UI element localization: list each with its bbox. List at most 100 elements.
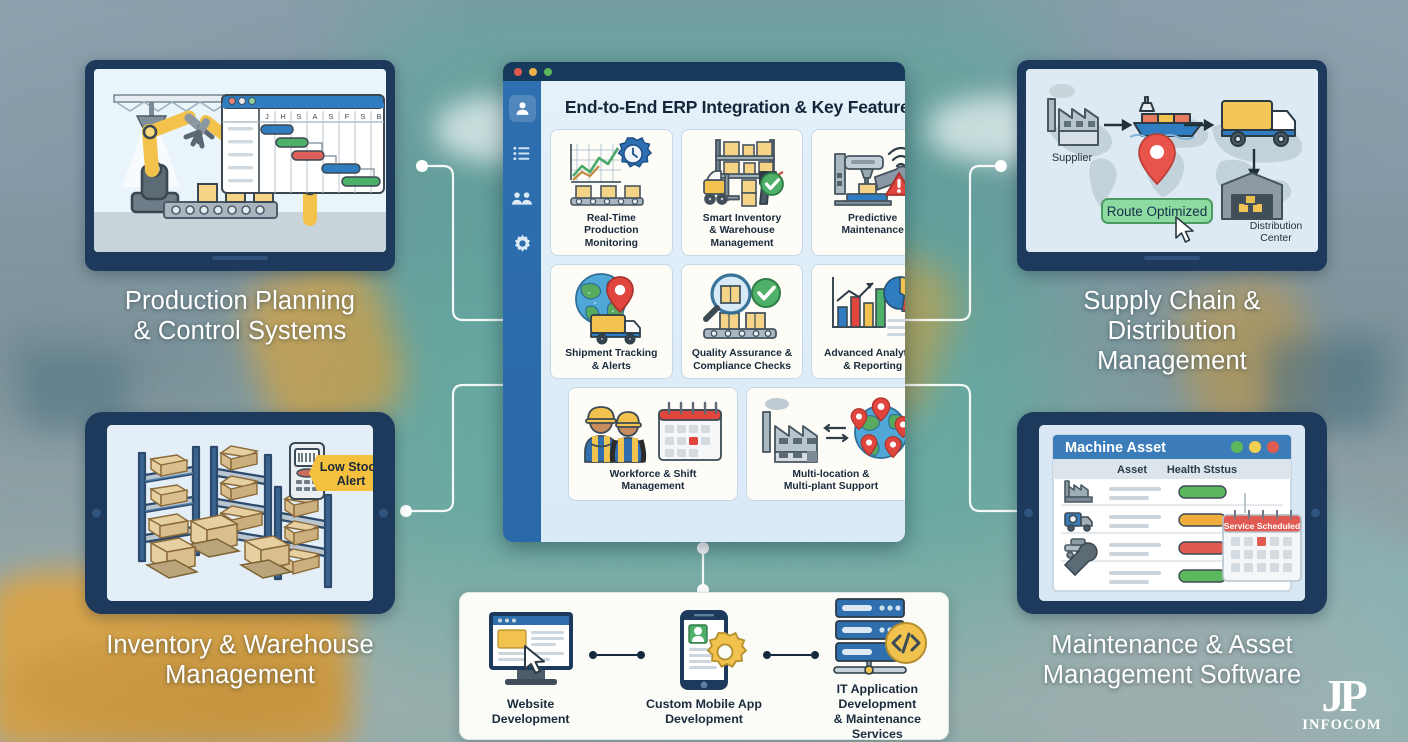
- supply-chain-illustration: Supplier: [1026, 69, 1318, 252]
- laptop-supply-chain: Supplier: [1017, 60, 1327, 271]
- quadrant-inventory-warehouse: Low Stock Alert Inventory & Warehouse Ma…: [85, 412, 395, 689]
- caption-line-1: Maintenance & Asset: [1051, 631, 1293, 659]
- feature-card-quality-assurance-compliance[interactable]: Quality Assurance & Compliance Checks: [680, 264, 804, 380]
- feature-card-label: Quality Assurance & Compliance Checks: [691, 348, 793, 372]
- window-titlebar: [503, 62, 905, 81]
- calendar-label: Service Scheduled: [1224, 521, 1300, 531]
- svg-text:S: S: [361, 112, 366, 121]
- svg-text:A: A: [313, 112, 318, 121]
- svg-text:F: F: [345, 112, 350, 121]
- caption-inventory-warehouse: Inventory & Warehouse Management: [85, 630, 395, 690]
- traffic-light-close[interactable]: [514, 67, 522, 76]
- feature-card-row-2: Shipment Tracking & Alerts: [550, 264, 905, 380]
- traffic-light-maximize[interactable]: [544, 67, 552, 76]
- page-title: End-to-End ERP Integration & Key Feature…: [564, 97, 905, 117]
- feature-card-shipment-tracking-alerts[interactable]: Shipment Tracking & Alerts: [550, 264, 673, 380]
- feature-card-row-1: Real-Time Production Monitoring: [550, 129, 905, 257]
- alert-line-1: Low Stock: [320, 460, 373, 474]
- row-icon-wrench: [1063, 542, 1098, 577]
- caption-line-2: Management: [165, 661, 315, 689]
- service-connector-2: [762, 651, 819, 659]
- route-optimized-label: Route Optimized: [1107, 204, 1208, 219]
- server-code-icon: [822, 593, 932, 677]
- label-supplier: Supplier: [1052, 152, 1093, 164]
- workers-calendar-icon: [573, 394, 733, 466]
- barcode-scanner-icon: [289, 442, 325, 500]
- magnifier-check-conveyor-icon: [686, 271, 799, 345]
- sidebar-item-user[interactable]: [508, 95, 536, 122]
- label-distribution: Distribution: [1250, 220, 1303, 232]
- status-pill-2: [1178, 513, 1227, 527]
- sidebar-item-settings[interactable]: [509, 230, 536, 257]
- smartphone-gear-icon: [654, 608, 754, 692]
- caption-line-1: Inventory & Warehouse: [106, 631, 374, 659]
- service-label: Custom Mobile App Development: [646, 696, 762, 726]
- caption-production-planning: Production Planning & Control Systems: [85, 286, 395, 346]
- traffic-light-minimize[interactable]: [529, 67, 537, 76]
- cnc-wrench-alert-icon: [816, 136, 905, 210]
- feature-card-label: Workforce & Shift Management: [609, 469, 697, 493]
- feature-card-label: Advanced Analytics & Reporting: [823, 348, 905, 372]
- caption-supply-chain: Supply Chain & Distribution Management: [1017, 286, 1327, 376]
- caption-line-1: Production Planning: [124, 287, 356, 315]
- services-panel: Website Development: [459, 592, 949, 742]
- feature-card-label: Smart Inventory & Warehouse Management: [702, 213, 782, 249]
- feature-card-predictive-maintenance[interactable]: Predictive Maintenance: [811, 129, 905, 257]
- app-main-content: End-to-End ERP Integration & Key Feature…: [541, 81, 905, 542]
- feature-card-row-3: Workforce & Shift Management: [550, 387, 905, 501]
- status-pill-4: [1178, 569, 1227, 583]
- svg-text:J: J: [265, 112, 269, 121]
- caption-line-1: Supply Chain & Distribution: [1083, 287, 1261, 345]
- warehouse-illustration: Low Stock Alert: [107, 425, 373, 601]
- service-label: Website Development: [491, 696, 570, 726]
- caption-line-2: Management Software: [1042, 661, 1302, 689]
- sidebar-item-list[interactable]: [509, 140, 536, 167]
- feature-card-advanced-analytics-reporting[interactable]: Advanced Analytics & Reporting: [811, 264, 905, 380]
- tablet-maintenance: Machine Asset Asset Health Ststus: [1017, 412, 1327, 614]
- quadrant-maintenance-asset: Machine Asset Asset Health Ststus: [1017, 412, 1327, 689]
- feature-card-label: Real-Time Production Monitoring: [584, 213, 639, 249]
- route-optimized-badge: Route Optimized: [1101, 198, 1213, 224]
- erp-app-window: End-to-End ERP Integration & Key Feature…: [503, 62, 905, 542]
- feature-card-multi-location-multi-plant[interactable]: Multi-location & Multi-plant Support: [746, 387, 905, 501]
- status-pill-3: [1178, 541, 1227, 555]
- label-center: Center: [1260, 232, 1292, 244]
- feature-card-real-time-production-monitoring[interactable]: Real-Time Production Monitoring: [550, 129, 673, 257]
- row-icon-delivery-truck: [1064, 512, 1093, 532]
- factory-globe-pins-icon: [751, 394, 905, 466]
- service-connector-1: [589, 651, 646, 659]
- alert-line-2: Alert: [337, 474, 366, 488]
- status-pill-1: [1178, 485, 1227, 499]
- sidebar-item-people[interactable]: [509, 185, 536, 212]
- service-scheduled-calendar: Service Scheduled: [1222, 510, 1302, 582]
- feature-card-label: Shipment Tracking & Alerts: [565, 348, 658, 372]
- service-it-application-development[interactable]: IT Application Development & Maintenance…: [819, 593, 936, 742]
- globe-truck-pin-icon: [555, 271, 668, 345]
- quadrant-supply-chain: Supplier: [1017, 60, 1327, 375]
- table-header-health-status: Health Ststus: [1167, 464, 1237, 476]
- svg-text:H: H: [280, 112, 285, 121]
- feature-card-workforce-shift-management[interactable]: Workforce & Shift Management: [568, 387, 738, 501]
- list-icon: [513, 146, 530, 161]
- feature-card-label: Predictive Maintenance: [841, 213, 904, 237]
- service-label: IT Application Development & Maintenance…: [833, 681, 922, 741]
- app-sidebar: [503, 81, 541, 542]
- desktop-monitor-icon: [481, 608, 581, 692]
- svg-text:S: S: [297, 112, 302, 121]
- caption-line-2: Management: [1097, 347, 1247, 375]
- feature-card-smart-inventory-warehouse[interactable]: Smart Inventory & Warehouse Management: [680, 129, 804, 257]
- machine-asset-illustration: Machine Asset Asset Health Ststus: [1039, 425, 1305, 601]
- production-illustration: JHS ASF SB: [94, 69, 386, 252]
- caption-maintenance-asset: Maintenance & Asset Management Software: [1017, 630, 1327, 690]
- people-icon: [512, 192, 532, 205]
- service-custom-mobile-app-development[interactable]: Custom Mobile App Development: [645, 608, 762, 727]
- service-website-development[interactable]: Website Development: [472, 608, 589, 727]
- logo-monogram: JP: [1321, 670, 1367, 721]
- machine-asset-window-title: Machine Asset: [1065, 440, 1166, 456]
- caption-line-2: & Control Systems: [133, 317, 347, 345]
- table-header-asset: Asset: [1117, 464, 1147, 476]
- user-icon: [516, 102, 528, 115]
- row-icon-factory: [1064, 480, 1093, 503]
- svg-text:B: B: [377, 112, 382, 121]
